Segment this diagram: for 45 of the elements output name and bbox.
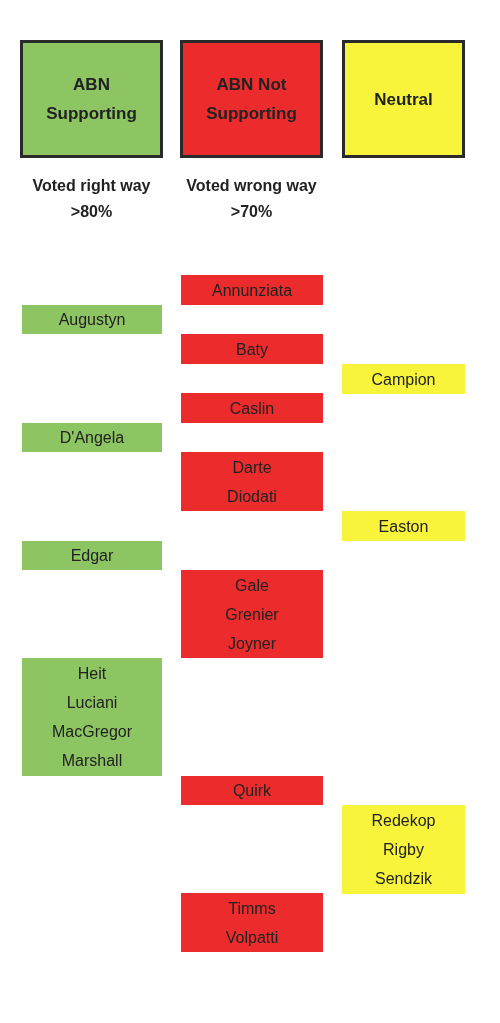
name-box xyxy=(181,893,323,952)
category-box xyxy=(342,40,465,158)
name-label: Caslin xyxy=(229,398,275,419)
name-box xyxy=(22,658,162,776)
name-box xyxy=(181,452,323,511)
category-box xyxy=(180,40,323,158)
name-label: Heit xyxy=(77,664,107,684)
name-label: Luciani xyxy=(66,693,118,713)
name-box xyxy=(181,776,323,805)
name-box xyxy=(181,275,323,305)
name-label: Rigby xyxy=(383,840,424,860)
name-label: Easton xyxy=(378,516,429,537)
name-box xyxy=(342,511,465,541)
name-box xyxy=(342,805,465,894)
name-box xyxy=(342,364,465,394)
name-label: Annunziata xyxy=(211,280,293,301)
name-label: Darte xyxy=(232,457,272,478)
name-label: Timms xyxy=(228,898,276,919)
name-label: Sendzik xyxy=(375,869,432,889)
name-label: Quirk xyxy=(232,781,272,801)
name-label: Gale xyxy=(235,575,269,596)
name-label: Augustyn xyxy=(58,310,126,330)
name-box xyxy=(181,393,323,423)
name-label: D'Angela xyxy=(59,428,125,448)
category-label: ABN Supporting xyxy=(45,74,138,125)
name-label: Joyner xyxy=(228,633,276,654)
name-label: Marshall xyxy=(61,751,123,771)
category-box xyxy=(20,40,163,158)
name-box xyxy=(22,541,162,570)
name-label: Edgar xyxy=(70,546,114,566)
criteria-caption: Voted right way >80% xyxy=(31,176,152,222)
name-box xyxy=(181,570,323,658)
name-label: Volpatti xyxy=(225,927,279,948)
criteria-caption: Voted wrong way >70% xyxy=(185,176,318,222)
name-label: Diodati xyxy=(227,486,277,507)
name-label: Campion xyxy=(371,369,436,390)
name-box xyxy=(22,305,162,334)
name-label: MacGregor xyxy=(52,722,132,742)
name-label: Baty xyxy=(236,339,268,360)
category-label: ABN Not Supporting xyxy=(205,74,298,125)
name-label: Grenier xyxy=(225,604,279,625)
name-label: Redekop xyxy=(371,811,436,831)
name-box xyxy=(22,423,162,452)
name-box xyxy=(181,334,323,364)
category-label: Neutral xyxy=(373,88,434,111)
